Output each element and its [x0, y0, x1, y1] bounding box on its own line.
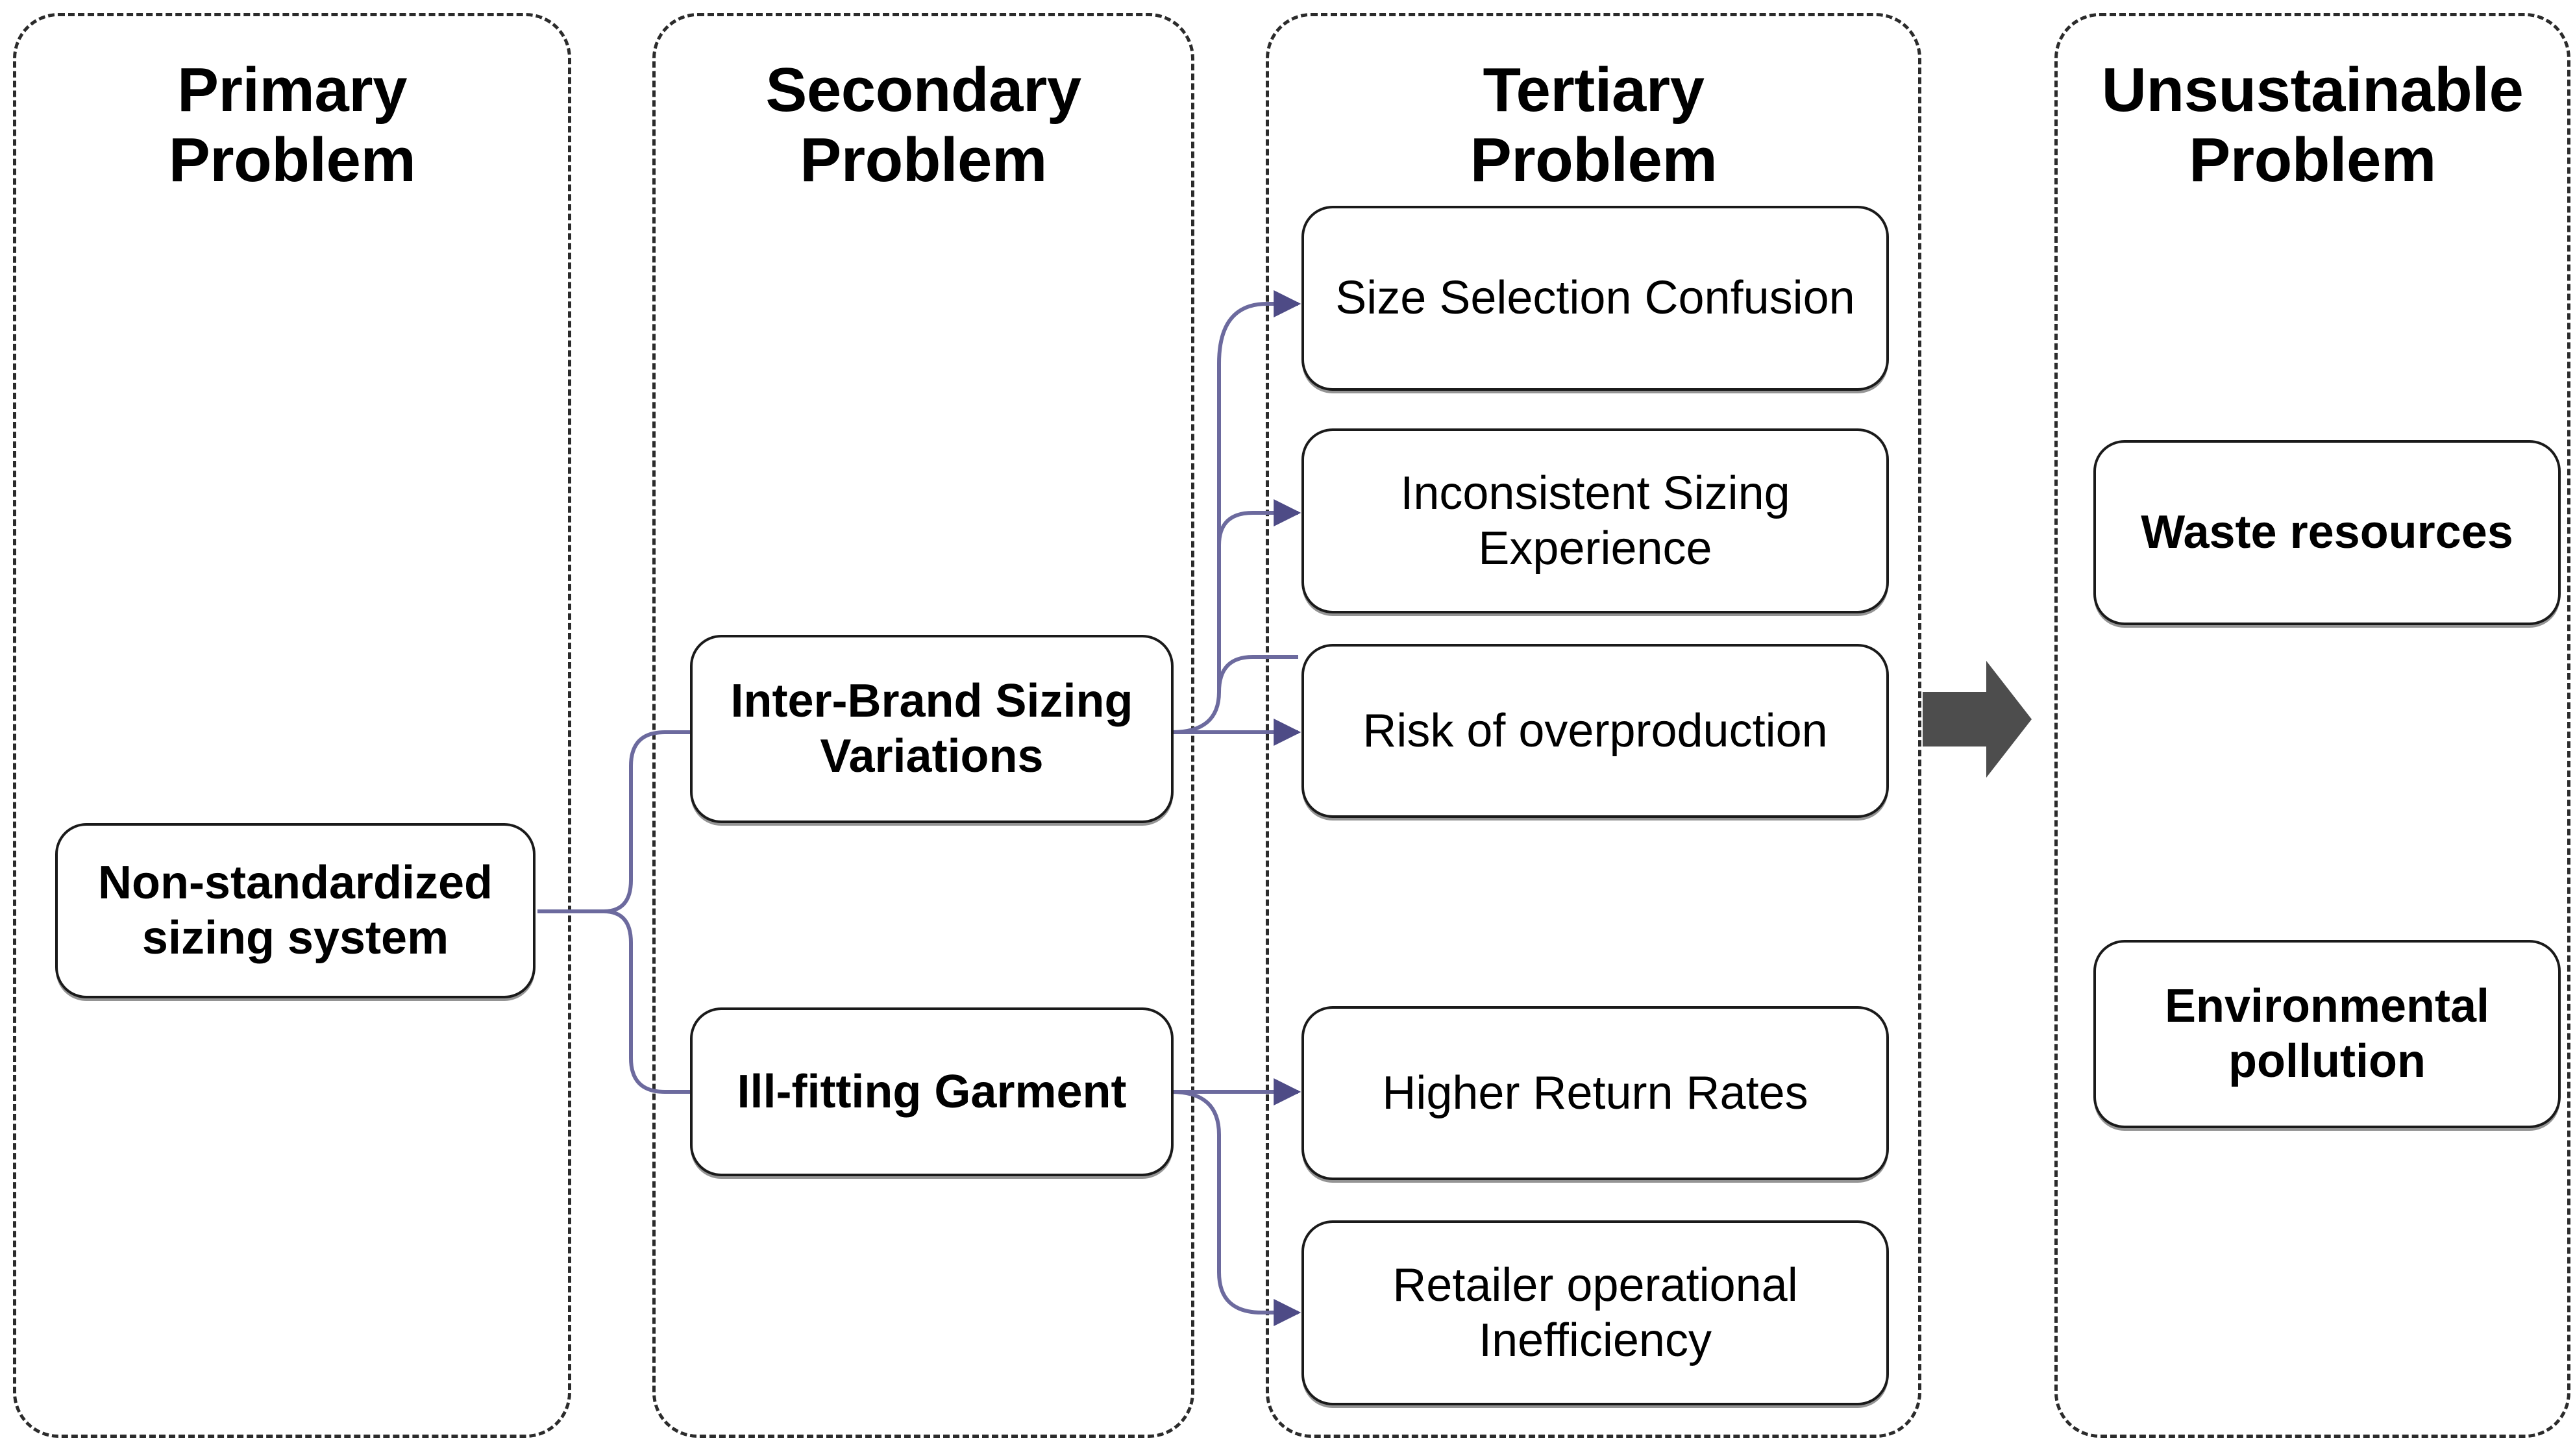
node-label: Ill-fitting Garment: [737, 1065, 1127, 1118]
panel-tertiary: Tertiary Problem: [1266, 13, 1921, 1438]
panel-title-unsustainable: Unsustainable Problem: [2101, 55, 2524, 195]
node-size-selection-confusion[interactable]: Size Selection Confusion: [1301, 206, 1889, 391]
node-retailer-operational-inefficiency[interactable]: Retailer operational Inefficiency: [1301, 1220, 1889, 1405]
node-label: Size Selection Confusion: [1335, 272, 1855, 325]
node-label: Waste resources: [2141, 506, 2513, 559]
node-inter-brand-sizing-variations[interactable]: Inter-Brand Sizing Variations: [690, 635, 1174, 823]
node-non-standardized-sizing-system[interactable]: Non-standardized sizing system: [55, 823, 536, 998]
node-label: Inter-Brand Sizing Variations: [730, 675, 1133, 782]
panel-title-primary: Primary Problem: [168, 55, 416, 195]
node-inconsistent-sizing-experience[interactable]: Inconsistent Sizing Experience: [1301, 428, 1889, 613]
node-environmental-pollution[interactable]: Environmental pollution: [2093, 940, 2561, 1128]
node-label: Non-standardized sizing system: [97, 857, 493, 964]
node-higher-return-rates[interactable]: Higher Return Rates: [1301, 1006, 1889, 1180]
node-label: Inconsistent Sizing Experience: [1400, 467, 1790, 574]
node-label: Retailer operational Inefficiency: [1392, 1259, 1798, 1366]
panel-title-tertiary: Tertiary Problem: [1470, 55, 1718, 195]
node-ill-fitting-garment[interactable]: Ill-fitting Garment: [690, 1007, 1174, 1176]
node-label: Environmental pollution: [2164, 980, 2490, 1087]
panel-unsustainable: Unsustainable Problem: [2054, 13, 2570, 1438]
node-risk-of-overproduction[interactable]: Risk of overproduction: [1301, 644, 1889, 818]
panel-primary: Primary Problem: [13, 13, 571, 1438]
node-label: Risk of overproduction: [1362, 704, 1828, 757]
node-label: Higher Return Rates: [1382, 1067, 1808, 1119]
panel-title-secondary: Secondary Problem: [765, 55, 1081, 195]
block-arrow-to-unsustainable: [1923, 661, 2032, 778]
node-waste-resources[interactable]: Waste resources: [2093, 440, 2561, 625]
